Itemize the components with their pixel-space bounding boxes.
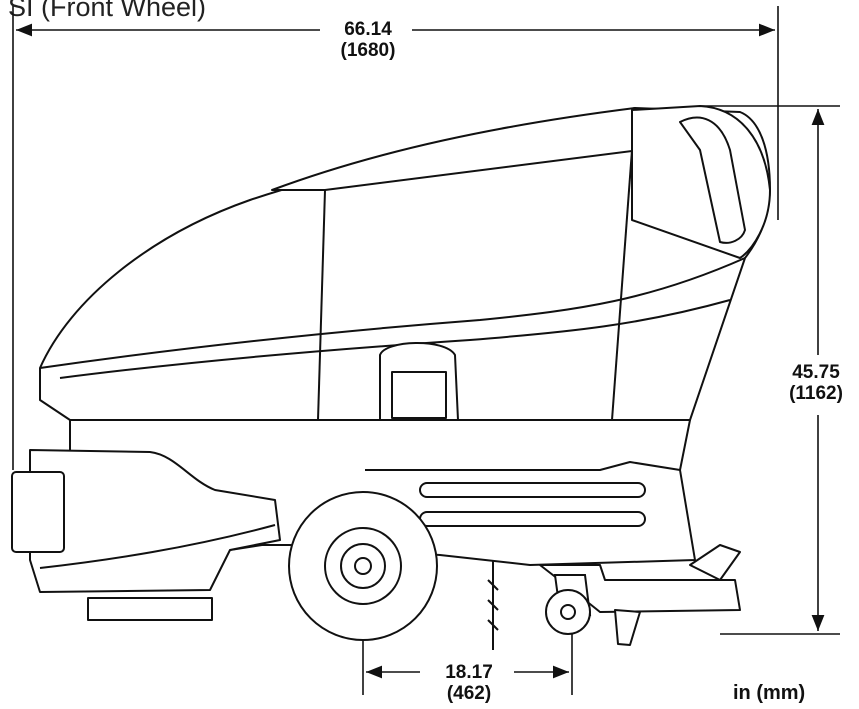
machine-body bbox=[11, 105, 771, 646]
diagram-title: SI (Front Wheel) bbox=[8, 0, 207, 22]
units-label: in (mm) bbox=[733, 682, 806, 704]
drag-chain bbox=[487, 560, 499, 650]
dimension-length-line bbox=[12, 6, 779, 470]
dimension-wheelbase-inches: 18.17 bbox=[445, 662, 493, 683]
dimension-height-label: 45.75 (1162) bbox=[776, 362, 856, 404]
dimension-wheelbase-label: 18.17 (462) bbox=[424, 662, 514, 704]
front-wheel bbox=[288, 491, 438, 641]
dimension-length-mm: (1680) bbox=[340, 40, 396, 61]
dimension-height-line bbox=[700, 105, 840, 635]
dimension-height-inches: 45.75 bbox=[792, 362, 840, 383]
rear-caster-wheel bbox=[545, 574, 592, 635]
dimension-height-mm: (1162) bbox=[789, 383, 843, 404]
dimension-length-inches: 66.14 bbox=[344, 19, 392, 40]
dimension-length-label: 66.14 (1680) bbox=[326, 19, 410, 61]
dimension-wheelbase-mm: (462) bbox=[446, 683, 492, 704]
